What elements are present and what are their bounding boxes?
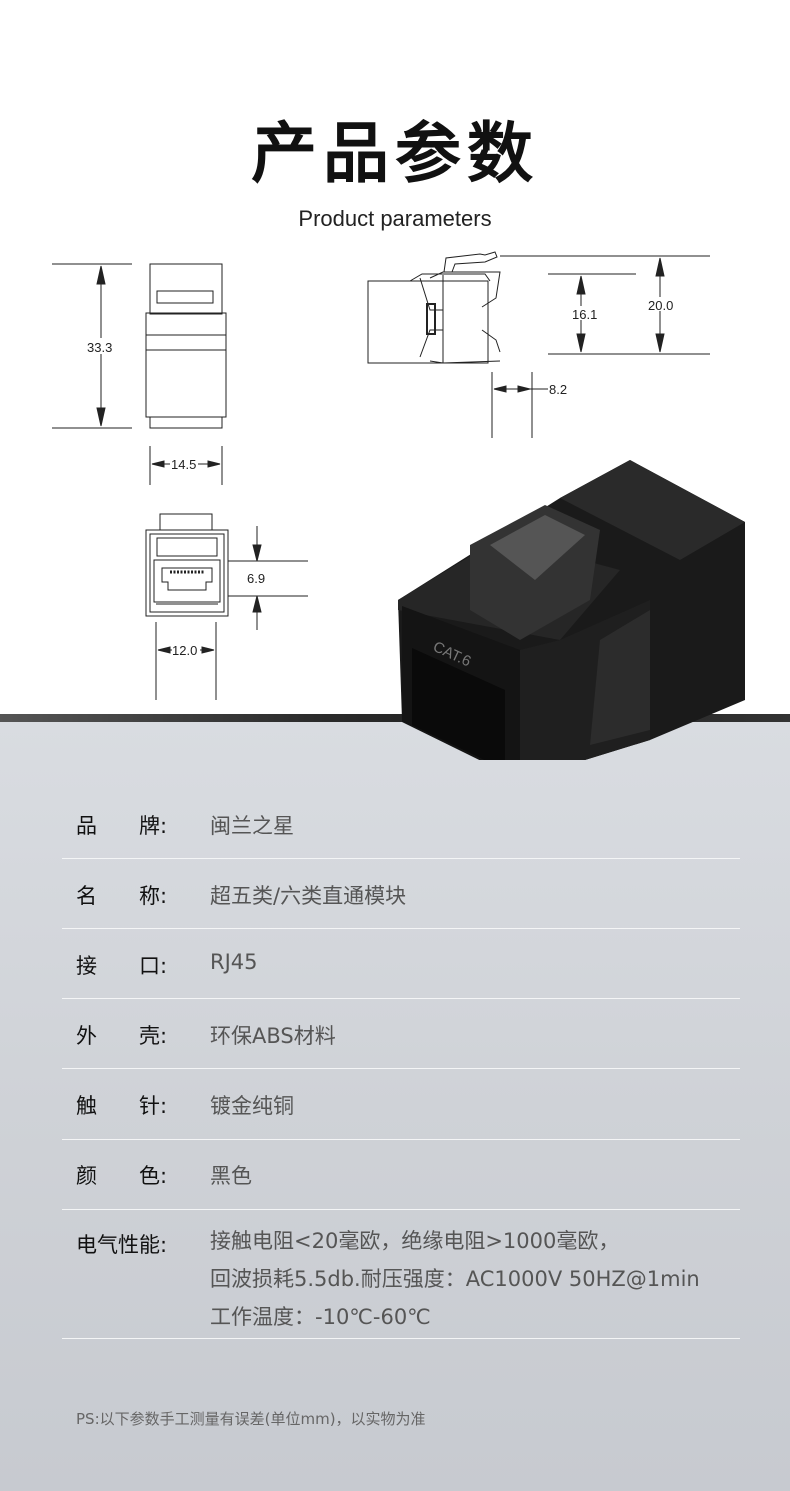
spec-section <box>0 722 790 1491</box>
front-view-drawing <box>52 263 227 485</box>
divider <box>62 858 740 859</box>
spec-label: 名 称: <box>76 884 168 908</box>
divider <box>62 1209 740 1210</box>
divider <box>62 928 740 929</box>
page-title: 产品参数 <box>251 115 539 192</box>
dim-latch-width: 8.2 <box>549 382 567 397</box>
measurement-note: PS:以下参数手工测量有误差(单位mm)，以实物为准 <box>76 1410 426 1428</box>
page-subtitle: Product parameters <box>298 206 492 231</box>
spec-value: 黑色 <box>210 1164 252 1188</box>
dim-port-height: 6.9 <box>247 571 265 586</box>
spec-value: 镀金纯铜 <box>210 1094 294 1118</box>
electrical-line: 工作温度：-10℃-60℃ <box>210 1305 431 1329</box>
spec-label: 外 壳: <box>76 1024 168 1048</box>
divider <box>62 998 740 999</box>
spec-value: 闽兰之星 <box>210 814 294 838</box>
dim-height-front: 33.3 <box>87 340 112 355</box>
side-view-drawing <box>367 251 710 438</box>
dimension-drawings: 33.3 14.5 16.1 20.0 8.2 6.9 12. <box>52 251 745 760</box>
spec-value: RJ45 <box>210 950 258 974</box>
electrical-line: 回波损耗5.5db.耐压强度：AC1000V 50HZ@1min <box>210 1267 700 1291</box>
spec-label: 接 口: <box>76 954 168 978</box>
dim-port-width: 12.0 <box>172 643 197 658</box>
spec-label: 电气性能: <box>76 1233 168 1257</box>
product-image <box>398 460 745 760</box>
divider <box>62 1068 740 1069</box>
divider-bar <box>0 714 790 722</box>
spec-label: 颜 色: <box>76 1164 168 1188</box>
divider <box>62 1139 740 1140</box>
electrical-line: 接触电阻<20毫欧，绝缘电阻>1000毫欧， <box>210 1229 620 1253</box>
dim-height-side-inner: 16.1 <box>572 307 597 322</box>
port-view-drawing <box>145 513 308 700</box>
spec-value: 接触电阻<20毫欧，绝缘电阻>1000毫欧， 回波损耗5.5db.耐压强度：AC… <box>210 1222 700 1336</box>
divider <box>62 1338 740 1339</box>
spec-value: 环保ABS材料 <box>210 1024 336 1048</box>
dim-height-side-outer: 20.0 <box>648 298 673 313</box>
spec-label: 品 牌: <box>76 814 168 838</box>
spec-value: 超五类/六类直通模块 <box>210 884 407 908</box>
dim-width-front: 14.5 <box>171 457 196 472</box>
spec-label: 触 针: <box>76 1094 168 1118</box>
